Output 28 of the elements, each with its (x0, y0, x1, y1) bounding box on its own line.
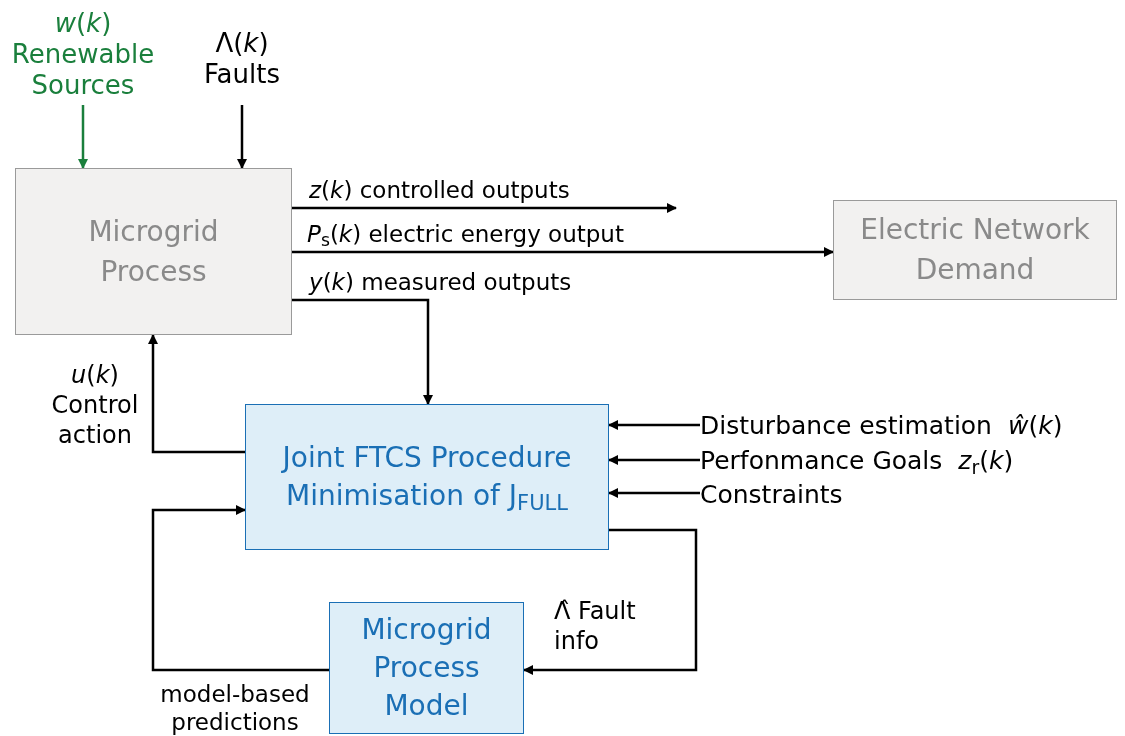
arrow (292, 247, 834, 257)
input-label: Faults (204, 59, 280, 90)
arrow (608, 420, 700, 430)
arrow (292, 298, 433, 405)
node-label: Microgrid Process (87, 213, 220, 290)
process-box (15, 168, 292, 335)
input-label: Disturbance estimation (700, 410, 992, 443)
process-box (833, 200, 1117, 300)
node-label: Electric Network Demand (859, 212, 1091, 288)
arrow (148, 334, 245, 454)
arrow (237, 105, 247, 169)
arrow (608, 455, 700, 465)
input-label: Constraints (700, 479, 843, 512)
arrow (523, 528, 698, 675)
arrow (78, 105, 88, 169)
arrow (292, 203, 677, 213)
input-label: Perfonmance Goals (700, 445, 943, 478)
arrow (151, 505, 329, 672)
input-label: Renewable Sources (10, 39, 156, 101)
math-symbol: w(k) (54, 8, 112, 39)
math-symbol: ŵ(k) (1007, 410, 1063, 443)
node-label: Joint FTCS Procedure Minimisation of J$_{FULL}$ (280, 440, 573, 515)
process-box (329, 602, 524, 734)
math-symbol: z$_{r}$(k) (958, 445, 1014, 480)
node-label: Microgrid Process Model (360, 612, 493, 724)
math-symbol: Λ(k) (215, 28, 269, 59)
arrow (608, 488, 700, 498)
process-box (245, 404, 609, 550)
